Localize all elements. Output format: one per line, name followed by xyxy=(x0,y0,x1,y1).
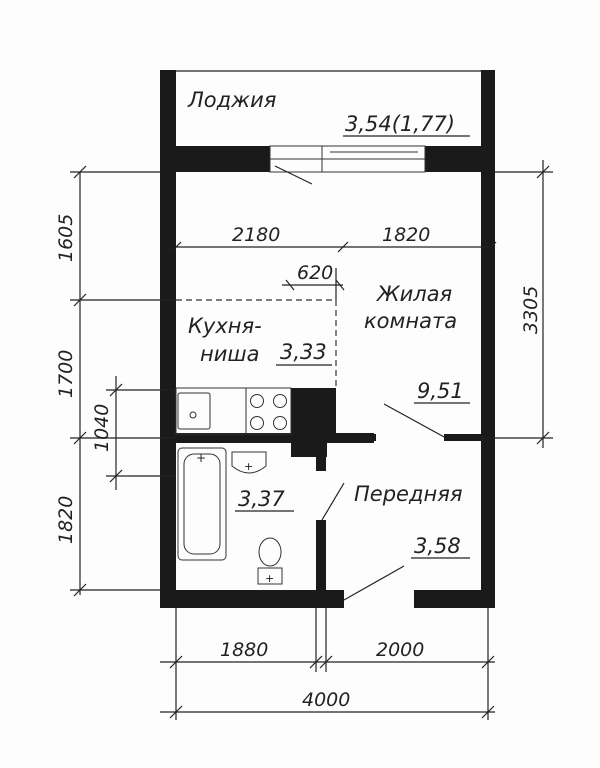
living-room-name-line2: комната xyxy=(364,309,457,333)
tick xyxy=(319,655,333,669)
dim-bottom-total: 4000 xyxy=(302,689,350,711)
washbasin-tap-icon: + xyxy=(244,460,253,473)
loggia-name: Лоджия xyxy=(187,88,276,112)
tick xyxy=(169,655,183,669)
kitchen-name-line1: Кухня- xyxy=(188,314,262,338)
kitchen-fixtures xyxy=(175,299,337,435)
living-door-leaf xyxy=(383,403,447,439)
dim-left-inner: 1040 xyxy=(91,404,113,452)
tick xyxy=(485,241,497,253)
dim-left-lower: 1820 xyxy=(55,496,77,544)
column-stub xyxy=(316,457,326,471)
entrance-door-leaf xyxy=(343,565,405,601)
tick xyxy=(73,583,87,597)
dim-right: 3305 xyxy=(520,286,542,334)
tick xyxy=(73,431,87,445)
loggia-wall-right xyxy=(425,146,495,172)
sink-drain-icon xyxy=(189,411,197,419)
dim-top-left: 2180 xyxy=(232,224,280,246)
washbasin-icon xyxy=(231,451,267,474)
tick xyxy=(170,241,182,253)
living-door-jamb xyxy=(366,434,376,441)
dim-bottom-right: 2000 xyxy=(376,639,424,661)
tick xyxy=(109,469,123,483)
toilet-tank xyxy=(257,567,283,585)
balcony-door xyxy=(269,145,426,185)
kitchen-column xyxy=(291,388,336,434)
tick xyxy=(481,705,495,719)
loggia-wall-left xyxy=(160,146,270,172)
dim-bottom-left: 1880 xyxy=(220,639,268,661)
tick xyxy=(337,241,349,253)
dimension-labels: 2180 1820 620 1605 1700 1820 1040 3305 1… xyxy=(55,214,542,711)
sink-icon xyxy=(177,392,211,430)
loggia-area: 3,54(1,77) xyxy=(345,112,455,136)
column-base xyxy=(291,443,327,457)
walls xyxy=(160,70,495,608)
stove xyxy=(245,387,292,435)
door-leaf xyxy=(274,165,313,185)
dim-niche: 620 xyxy=(297,262,333,284)
burner-icon xyxy=(273,394,287,408)
tick xyxy=(309,655,323,669)
bathroom-door-leaf xyxy=(321,482,345,521)
living-door-stub xyxy=(444,434,481,441)
loggia-right-wall xyxy=(481,70,495,150)
living-room-name-line1: Жилая xyxy=(375,282,452,306)
kitchen-area: 3,33 xyxy=(280,340,327,364)
bathtub-icon xyxy=(177,447,227,561)
bathroom-top-partition xyxy=(176,433,374,443)
burner-icon xyxy=(250,416,264,430)
doors xyxy=(321,403,481,601)
bathroom-fixtures: + + + xyxy=(177,447,283,585)
tick xyxy=(73,165,87,179)
bathtub-tap-icon: + xyxy=(196,451,206,465)
bottom-wall-right xyxy=(414,590,495,608)
tick xyxy=(285,279,295,291)
dim-left-upper: 1605 xyxy=(55,214,77,262)
bathtub-inner xyxy=(183,453,221,555)
tick xyxy=(169,705,183,719)
dim-left-middle: 1700 xyxy=(55,350,77,398)
right-wall xyxy=(481,172,495,608)
living-room-area: 9,51 xyxy=(417,379,464,403)
bathroom-area: 3,37 xyxy=(238,487,285,511)
tick xyxy=(335,279,345,291)
kitchen-counter xyxy=(175,387,292,435)
burner-icon xyxy=(250,394,264,408)
dimension-lines xyxy=(70,160,553,720)
tick xyxy=(536,165,550,179)
burner-icon xyxy=(273,416,287,430)
loggia-left-wall xyxy=(160,70,176,150)
kitchen-name-line2: ниша xyxy=(200,342,259,366)
tick xyxy=(109,383,123,397)
bottom-wall-left xyxy=(160,590,344,608)
tick xyxy=(536,431,550,445)
hall-area: 3,58 xyxy=(414,534,461,558)
toilet-icon xyxy=(258,537,282,567)
room-labels: Лоджия 3,54(1,77) Жилая комната 9,51 Кух… xyxy=(187,88,470,559)
dim-top-right: 1820 xyxy=(382,224,430,246)
hall-name: Передняя xyxy=(354,482,462,506)
toilet-tap-icon: + xyxy=(265,572,274,585)
bathroom-right-partition xyxy=(316,520,326,590)
tick xyxy=(481,655,495,669)
tick xyxy=(73,293,87,307)
